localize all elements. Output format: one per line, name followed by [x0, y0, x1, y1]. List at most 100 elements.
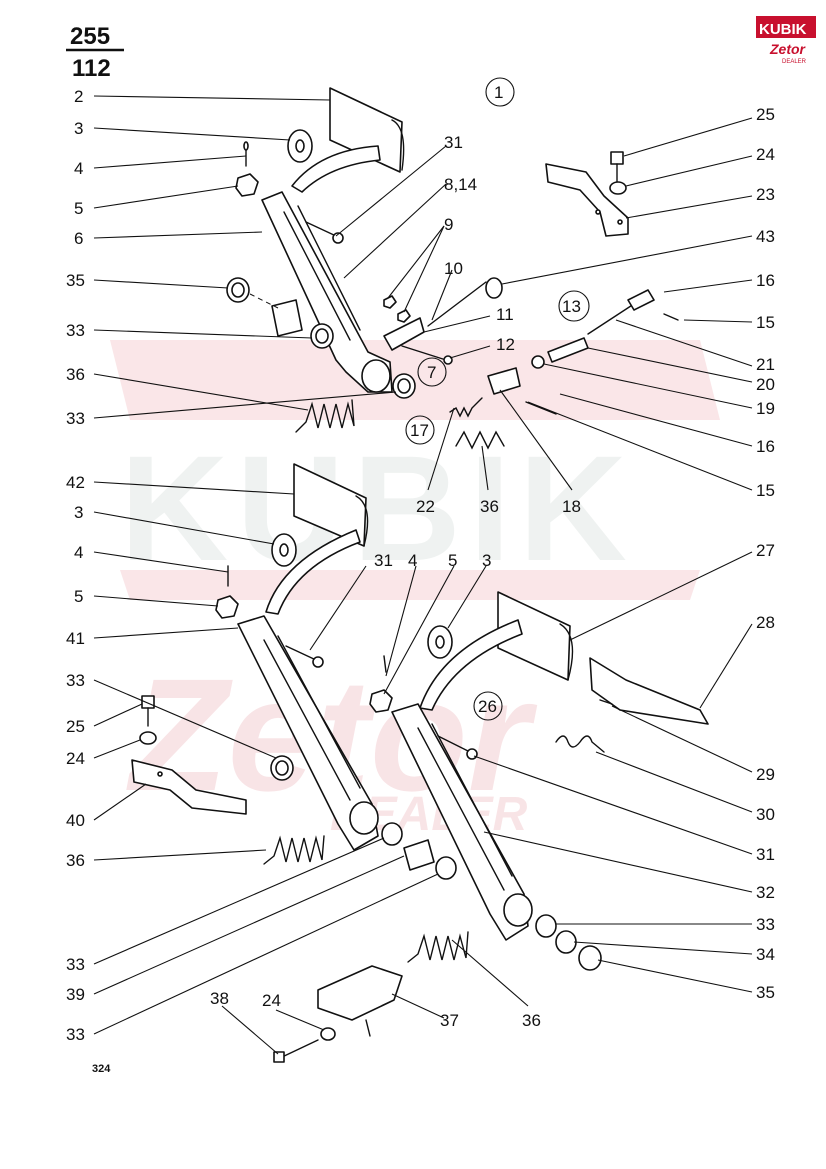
ring-33-bot2 [435, 856, 457, 880]
pedal-arm-42 [265, 529, 361, 615]
bushing-sleeve [271, 299, 303, 337]
svg-text:13: 13 [562, 297, 581, 316]
label-16: 16 [756, 271, 775, 290]
label-24c: 24 [262, 991, 281, 1010]
label-10: 10 [444, 259, 463, 278]
label-35-r: 35 [756, 983, 775, 1002]
pedal-arm-27 [419, 619, 523, 711]
label-32: 32 [756, 883, 775, 902]
label-31: 31 [444, 133, 463, 152]
label-36: 36 [66, 365, 85, 384]
spring-22 [449, 397, 483, 418]
return-spring [295, 399, 355, 433]
ring-35-r [578, 945, 602, 971]
bushing-39 [403, 839, 435, 871]
pedal-pad [329, 87, 403, 173]
callout-13 [558, 290, 590, 322]
plate-28 [589, 657, 709, 725]
svg-text:17: 17 [410, 421, 429, 440]
callout-7 [417, 357, 447, 387]
lever-41 [237, 615, 379, 851]
label-4b: 4 [74, 543, 83, 562]
label-33-r: 33 [756, 915, 775, 934]
label-42: 42 [66, 473, 85, 492]
label-18: 18 [562, 497, 581, 516]
label-24b: 24 [66, 749, 85, 768]
label-5b: 5 [74, 587, 83, 606]
top-pedal-assembly: 1 13 7 17 [226, 77, 679, 450]
label-39: 39 [66, 985, 85, 1004]
logo-tag: DEALER [782, 59, 807, 65]
label-33d: 33 [66, 955, 85, 974]
spring-36-top [455, 430, 505, 450]
label-38: 38 [210, 989, 229, 1008]
label-36b: 36 [66, 851, 85, 870]
label-3c: 3 [482, 551, 491, 570]
label-28: 28 [756, 613, 775, 632]
label-29: 29 [756, 765, 775, 784]
label-text: 2 3 4 5 6 35 33 36 33 42 3 4 5 41 33 25 … [66, 87, 775, 1075]
label-43: 43 [756, 227, 775, 246]
ring-33-bot [381, 822, 403, 846]
label-35: 35 [66, 271, 85, 290]
pedal-arm-bent [291, 145, 381, 193]
label-34: 34 [756, 945, 775, 964]
label-12: 12 [496, 335, 515, 354]
label-6: 6 [74, 229, 83, 248]
leader-lines [93, 95, 753, 1055]
page-code: 324 [92, 1063, 111, 1075]
right-pedal-assembly: 26 [273, 591, 709, 1063]
label-15: 15 [756, 313, 775, 332]
page-number-top: 255 [70, 23, 110, 50]
bolt-25 [610, 151, 624, 165]
label-4: 4 [74, 159, 83, 178]
washer-24c [320, 1027, 336, 1041]
ring-33-r [535, 914, 557, 938]
castle-nut [235, 173, 259, 197]
label-33c: 33 [66, 671, 85, 690]
label-33: 33 [66, 321, 85, 340]
page-number-bottom: 112 [72, 55, 111, 82]
label-25b: 25 [66, 717, 85, 736]
spring-36-bot [407, 931, 469, 963]
callout-1 [485, 77, 515, 107]
bracket-arm [545, 163, 629, 237]
label-5: 5 [74, 199, 83, 218]
label-8-14: 8,14 [444, 175, 477, 194]
spring-clip-30 [555, 735, 605, 753]
washer-24 [609, 181, 627, 195]
label-41: 41 [66, 629, 85, 648]
label-2: 2 [74, 87, 83, 106]
label-22: 22 [416, 497, 435, 516]
watermark: KUBIK Zetor DEALER [110, 340, 720, 841]
adjust-rod [427, 281, 487, 327]
lever-32 [391, 703, 529, 941]
bolt-38 [279, 1039, 319, 1059]
dealer-logo: KUBIK Zetor DEALER [756, 16, 816, 65]
nut-5c [369, 689, 393, 713]
label-27: 27 [756, 541, 775, 560]
label-31b: 31 [374, 551, 393, 570]
label-40: 40 [66, 811, 85, 830]
label-31c: 31 [756, 845, 775, 864]
logo-brand: KUBIK [759, 21, 807, 38]
clevis-18 [487, 367, 521, 395]
spring-36-mid [263, 835, 325, 865]
label-11: 11 [496, 305, 514, 324]
label-15b: 15 [756, 481, 775, 500]
label-33e: 33 [66, 1025, 85, 1044]
watermark-brand: KUBIK [120, 424, 635, 592]
label-9: 9 [444, 215, 453, 234]
label-3: 3 [74, 119, 83, 138]
callout-17 [405, 415, 435, 445]
bracket-37 [317, 965, 403, 1021]
callout-26 [473, 691, 503, 721]
bolt-25b [141, 695, 155, 709]
washer-24b [139, 731, 157, 745]
svg-text:26: 26 [478, 697, 497, 716]
label-19: 19 [756, 399, 775, 418]
label-36-top: 36 [480, 497, 499, 516]
label-30: 30 [756, 805, 775, 824]
label-23: 23 [756, 185, 775, 204]
